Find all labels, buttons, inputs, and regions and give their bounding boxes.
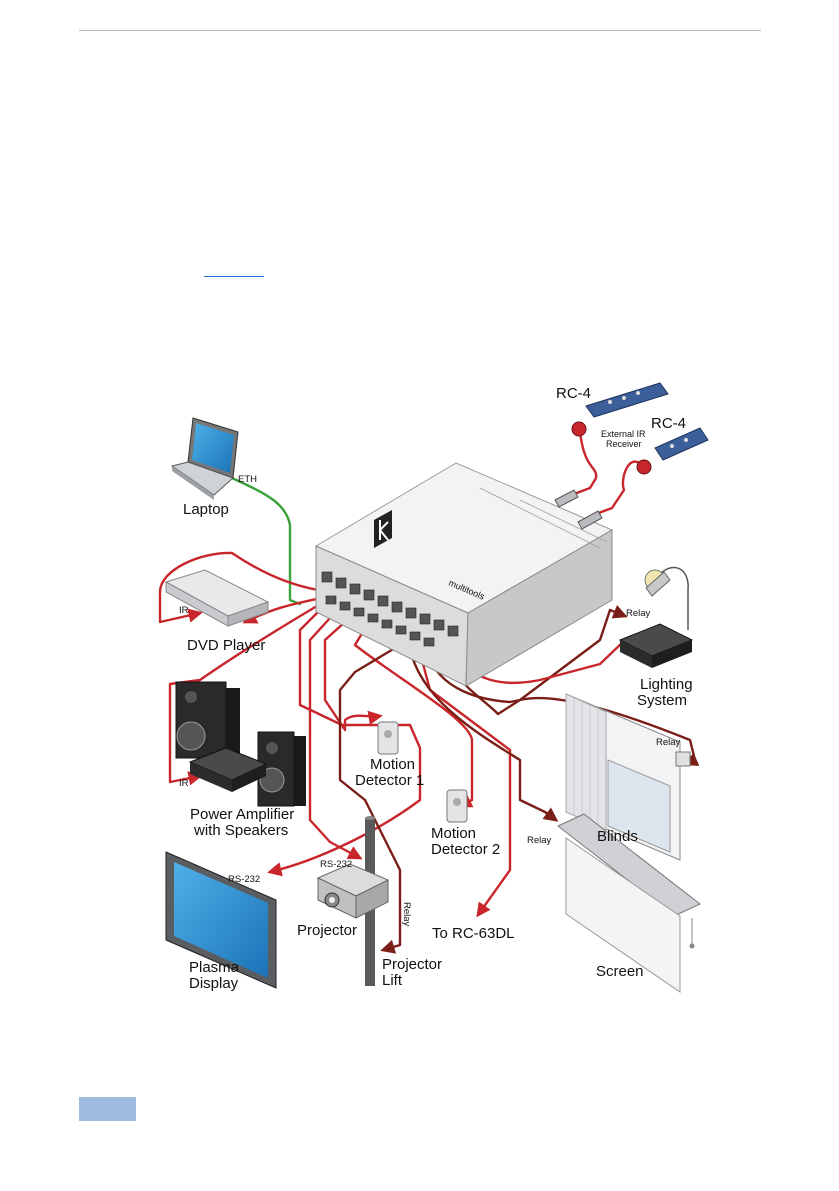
label-relay-lighting: Relay bbox=[626, 608, 651, 619]
label-motion1-line1: Motion bbox=[370, 756, 415, 773]
rc4-remote-icon-1 bbox=[586, 383, 668, 417]
lighting-controller-icon bbox=[620, 624, 692, 668]
ir-receiver-2-icon bbox=[637, 460, 651, 474]
label-relay-screen: Relay bbox=[527, 835, 552, 846]
audio-jack-icon-1 bbox=[555, 490, 578, 507]
label-lighting-line2: System bbox=[637, 692, 687, 709]
label-projector: Projector bbox=[297, 922, 357, 939]
label-ext-ir-line1: External IR bbox=[601, 429, 646, 439]
label-laptop: Laptop bbox=[183, 501, 229, 518]
projector-icon bbox=[318, 864, 388, 918]
label-amp-line1: Power Amplifier bbox=[190, 806, 294, 823]
label-eth: ETH bbox=[238, 474, 257, 485]
motion-detector-1-icon bbox=[378, 722, 398, 754]
ir-receiver-1-icon bbox=[572, 422, 586, 436]
label-ext-ir-line2: Receiver bbox=[606, 439, 642, 449]
label-relay-lift: Relay bbox=[401, 902, 412, 927]
laptop-icon bbox=[172, 418, 238, 500]
label-plasma-line2: Display bbox=[189, 975, 239, 992]
label-ir-amp: IR bbox=[179, 778, 189, 789]
lamp-icon bbox=[645, 567, 688, 630]
label-to-rc63dl: To RC-63DL bbox=[432, 925, 515, 942]
label-motion1-line2: Detector 1 bbox=[355, 772, 424, 789]
label-lighting-line1: Lighting bbox=[640, 676, 693, 693]
label-motion2-line2: Detector 2 bbox=[431, 841, 500, 858]
motion-detector-2-icon bbox=[447, 790, 467, 822]
label-dvd-player: DVD Player bbox=[187, 637, 265, 654]
label-motion2-line1: Motion bbox=[431, 825, 476, 842]
label-blinds: Blinds bbox=[597, 828, 638, 845]
label-rc4-b: RC-4 bbox=[651, 415, 686, 432]
ethernet-cable bbox=[232, 478, 300, 604]
label-lift-line2: Lift bbox=[382, 972, 403, 989]
label-rs232-projector: RS-232 bbox=[320, 859, 352, 870]
ir-cable-2 bbox=[596, 462, 642, 514]
speaker-left-icon bbox=[176, 682, 240, 760]
label-rc4-a: RC-4 bbox=[556, 385, 591, 402]
label-lift-line1: Projector bbox=[382, 956, 442, 973]
rc4-remote-icon-2 bbox=[655, 428, 708, 460]
label-ir-dvd: IR bbox=[179, 605, 189, 616]
ir-cable-1 bbox=[574, 431, 596, 494]
projector-rs232-cable bbox=[310, 618, 360, 858]
label-screen: Screen bbox=[596, 963, 644, 980]
page-number-box bbox=[79, 1097, 136, 1121]
label-rs232-plasma: RS-232 bbox=[228, 874, 260, 885]
label-relay-blinds: Relay bbox=[656, 737, 681, 748]
label-amp-line2: with Speakers bbox=[193, 822, 288, 839]
label-plasma-line1: Plasma bbox=[189, 959, 240, 976]
